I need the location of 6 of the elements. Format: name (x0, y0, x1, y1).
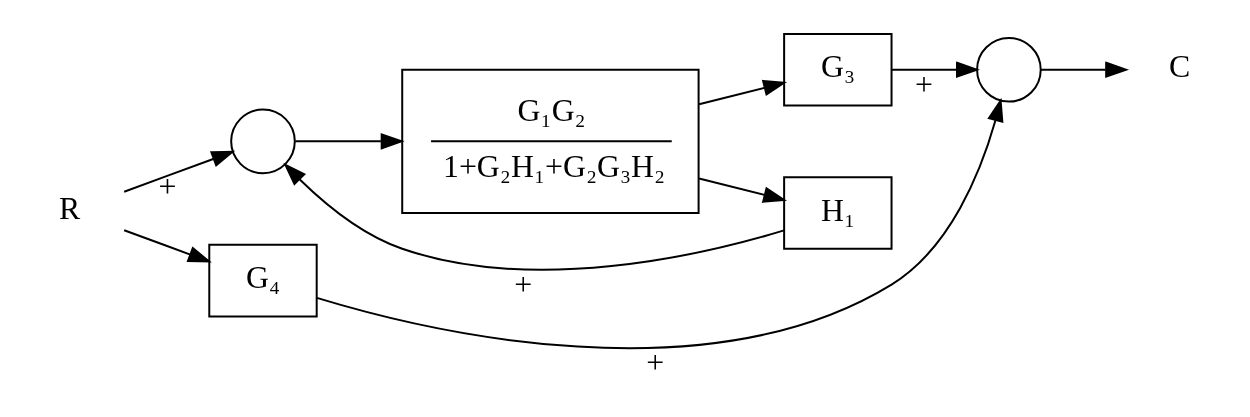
edge-label: + (514, 267, 533, 303)
node-text: C (1169, 49, 1191, 85)
node-text: R (59, 190, 81, 226)
edge-label: + (914, 67, 933, 103)
edge-label: + (158, 169, 177, 205)
edge-label: + (646, 344, 665, 380)
